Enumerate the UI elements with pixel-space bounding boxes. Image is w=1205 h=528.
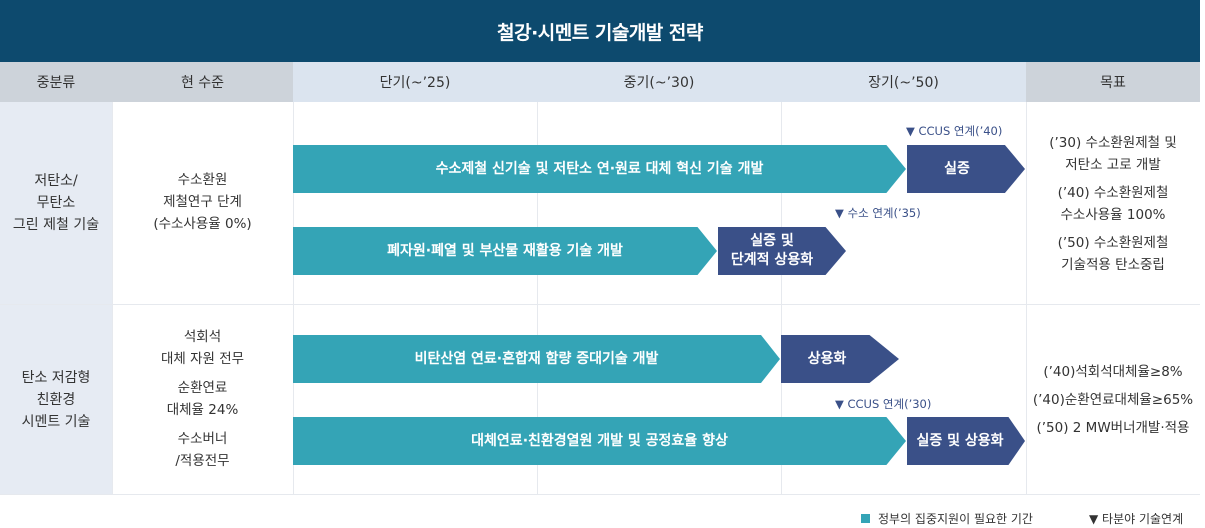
header-mid-term: 중기(~’30)	[537, 62, 781, 102]
cement-current-item: 수소버너 /적용전무	[175, 431, 230, 469]
support-period-swatch-icon	[861, 514, 870, 523]
category-steel: 저탄소/ 무탄소 그린 제철 기술	[0, 102, 112, 304]
cement-noncarbonate-arrow: 비탄산염 연료·혼합재 함량 증대기술 개발	[293, 335, 780, 383]
legend-support: 정부의 집중지원이 필요한 기간	[861, 510, 1033, 527]
header-current: 현 수준	[112, 62, 293, 102]
grid-line	[112, 102, 113, 495]
grid-line	[1026, 102, 1027, 495]
steel-goal-item: (’30) 수소환원제철 및 저탄소 고로 개발	[1049, 135, 1177, 173]
steel-current-level: 수소환원 제철연구 단계 (수소사용율 0%)	[153, 172, 252, 232]
grid-line	[781, 102, 782, 495]
steel-ccus-link-note: ▼ CCUS 연계(’40)	[906, 124, 1003, 138]
cement-goal-item: (’40)석회석대체율≥8%	[1043, 364, 1183, 380]
cement-ccus-link-note: ▼ CCUS 연계(’30)	[835, 397, 932, 411]
steel-goal-item: (’40) 수소환원제철 수소사용율 100%	[1057, 185, 1169, 223]
header-long-term: 장기(~’50)	[781, 62, 1026, 102]
steel-commercialization-arrow: 실증 및 단계적 상용화	[718, 227, 846, 275]
cement-current-item: 순환연료 대체율 24%	[166, 380, 239, 418]
legend-link-label: ▼ 타분야 기술연계	[1089, 512, 1184, 526]
cement-commercialization-arrow: 상용화	[781, 335, 899, 383]
cement-current-item: 석회석 대체 자원 전무	[160, 329, 245, 367]
cement-alt-fuel-arrow: 대체연료·친환경열원 개발 및 공정효율 향상	[293, 417, 906, 465]
steel-goal-item: (’50) 수소환원제철 기술적용 탄소중립	[1057, 235, 1169, 273]
steel-hydrogen-link-note: ▼ 수소 연계(’35)	[835, 206, 921, 220]
cement-goal-item: (’50) 2 MW버너개발·적용	[1036, 420, 1190, 436]
legend-link: ▼ 타분야 기술연계	[1089, 510, 1183, 527]
cement-goal-item: (’40)순환연료대체율≥65%	[1032, 392, 1194, 408]
cement-demo-commercialization-arrow: 실증 및 상용화	[907, 417, 1025, 465]
header-category: 중분류	[0, 62, 112, 102]
category-cement: 탄소 저감형 친환경 시멘트 기술	[0, 305, 112, 494]
steel-demo-arrow: 실증	[907, 145, 1025, 193]
grid-line	[537, 102, 538, 495]
row-divider	[0, 304, 1200, 305]
header-goal: 목표	[1026, 62, 1200, 102]
page-title: 철강·시멘트 기술개발 전략	[0, 0, 1200, 62]
steel-innovation-arrow: 수소제철 신기술 및 저탄소 연·원료 대체 혁신 기술 개발	[293, 145, 906, 193]
grid-line	[293, 102, 294, 495]
legend-support-label: 정부의 집중지원이 필요한 기간	[878, 512, 1033, 526]
steel-recycling-arrow: 폐자원·폐열 및 부산물 재활용 기술 개발	[293, 227, 717, 275]
row-divider	[0, 494, 1200, 495]
header-short-term: 단기(~’25)	[293, 62, 537, 102]
